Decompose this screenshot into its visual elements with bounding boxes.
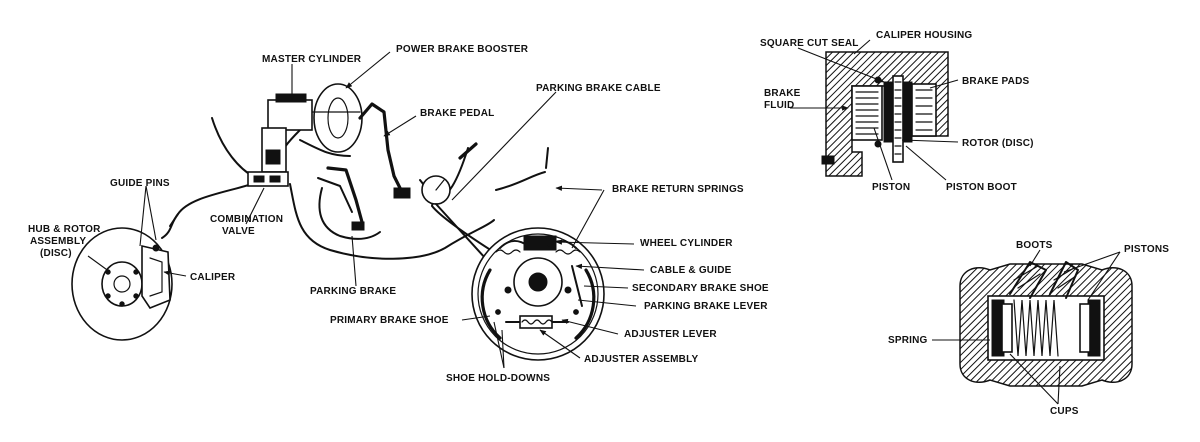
label-brake-fluid-line1: BRAKE bbox=[764, 88, 801, 99]
label-rotor-disc: ROTOR (DISC) bbox=[962, 138, 1034, 149]
drum-brake-assembly bbox=[471, 227, 605, 361]
wheel-cylinder-cross-section bbox=[959, 261, 1133, 387]
label-brake-fluid-line2: FLUID bbox=[764, 100, 794, 111]
label-hub-rotor-line2: ASSEMBLY bbox=[30, 236, 86, 247]
caliper-left bbox=[141, 213, 179, 309]
label-parking-brake: PARKING BRAKE bbox=[310, 286, 396, 297]
label-wheel-cylinder: WHEEL CYLINDER bbox=[640, 238, 733, 249]
label-adjuster-assembly: ADJUSTER ASSEMBLY bbox=[584, 354, 698, 365]
caliper-cross-section bbox=[790, 51, 949, 177]
master-cylinder bbox=[261, 93, 313, 173]
label-primary-brake-shoe: PRIMARY BRAKE SHOE bbox=[330, 315, 449, 326]
label-power-brake-booster: POWER BRAKE BOOSTER bbox=[396, 44, 529, 55]
leader-lines bbox=[87, 39, 1121, 405]
label-pistons: PISTONS bbox=[1124, 244, 1169, 255]
label-hub-rotor-line3: (DISC) bbox=[40, 248, 72, 259]
label-hub-rotor-line1: HUB & ROTOR bbox=[28, 224, 101, 235]
label-combination-valve-line2: VALVE bbox=[222, 226, 255, 237]
label-adjuster-lever: ADJUSTER LEVER bbox=[624, 329, 717, 340]
label-brake-return-springs: BRAKE RETURN SPRINGS bbox=[612, 184, 744, 195]
label-parking-brake-cable: PARKING BRAKE CABLE bbox=[536, 83, 661, 94]
label-piston-boot: PISTON BOOT bbox=[946, 182, 1017, 193]
label-parking-brake-lever: PARKING BRAKE LEVER bbox=[644, 301, 768, 312]
label-piston: PISTON bbox=[872, 182, 910, 193]
power-brake-booster bbox=[311, 83, 363, 153]
label-spring: SPRING bbox=[888, 335, 928, 346]
brake-pedal bbox=[358, 102, 411, 199]
label-brake-pads: BRAKE PADS bbox=[962, 76, 1030, 87]
label-square-cut-seal: SQUARE CUT SEAL bbox=[760, 38, 859, 49]
label-boots: BOOTS bbox=[1016, 240, 1053, 251]
label-secondary-brake-shoe: SECONDARY BRAKE SHOE bbox=[632, 283, 769, 294]
label-guide-pins: GUIDE PINS bbox=[110, 178, 170, 189]
label-cups: CUPS bbox=[1050, 406, 1079, 417]
label-combination-valve-line1: COMBINATION bbox=[210, 214, 283, 225]
label-caliper: CALIPER bbox=[190, 272, 236, 283]
combination-valve bbox=[247, 171, 289, 187]
label-caliper-housing: CALIPER HOUSING bbox=[876, 30, 972, 41]
labels: MASTER CYLINDER POWER BRAKE BOOSTER BRAK… bbox=[28, 30, 1169, 417]
parking-brake bbox=[317, 166, 381, 240]
label-master-cylinder: MASTER CYLINDER bbox=[262, 54, 362, 65]
label-shoe-hold-downs: SHOE HOLD-DOWNS bbox=[446, 373, 550, 384]
parking-brake-cable bbox=[419, 142, 501, 271]
label-cable-guide: CABLE & GUIDE bbox=[650, 265, 732, 276]
label-brake-pedal: BRAKE PEDAL bbox=[420, 108, 494, 119]
